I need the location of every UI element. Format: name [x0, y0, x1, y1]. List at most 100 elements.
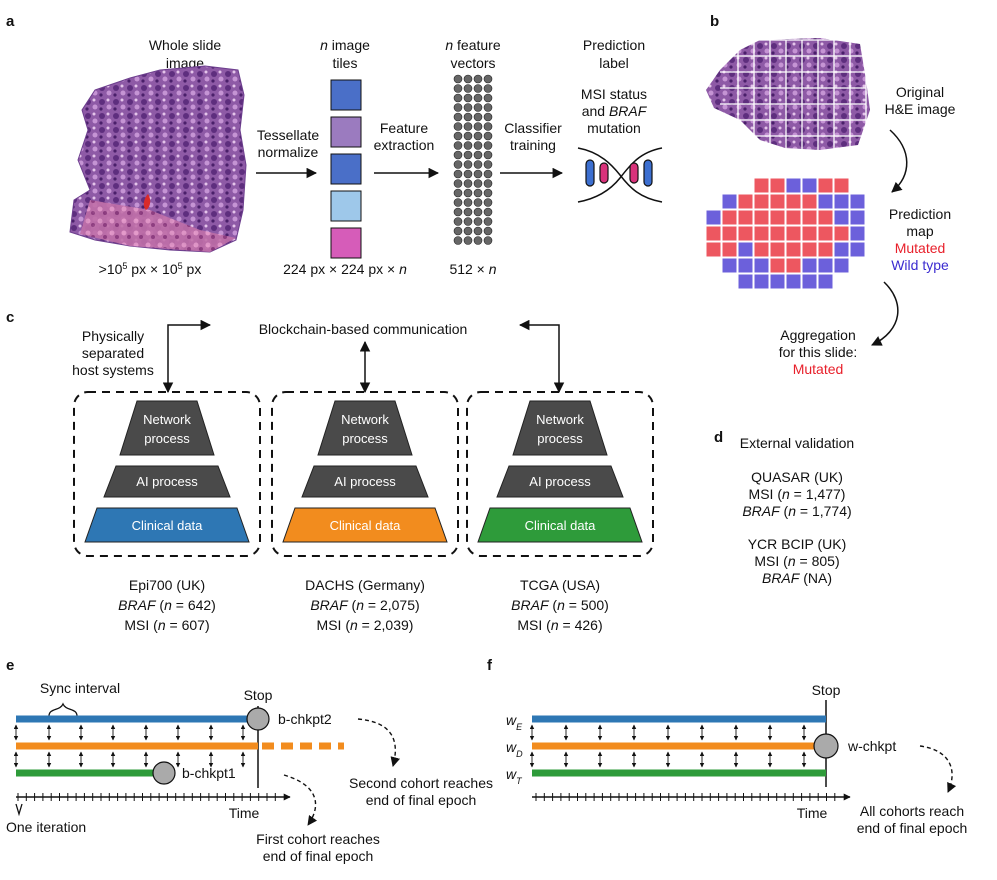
prediction-tile-wild-type — [705, 209, 722, 226]
prediction-title-line2: label — [599, 55, 629, 71]
dna-icon — [577, 147, 663, 203]
feature-dot — [483, 103, 493, 112]
prediction-tile-mutated — [753, 225, 770, 242]
panel-label-e: e — [6, 657, 14, 674]
feature-dot — [453, 131, 463, 141]
host-systems-line1: Physically — [82, 328, 144, 344]
prediction-tile-wild-type — [737, 273, 754, 290]
iteration-marker — [15, 803, 23, 817]
prediction-tile-wild-type — [833, 209, 850, 226]
prediction-tile-wild-type — [801, 257, 818, 274]
f-time-label: Time — [797, 805, 828, 821]
all-cohorts-line1: All cohorts reach — [860, 803, 964, 819]
feature-dot — [483, 84, 493, 93]
prediction-map-label-line1: Prediction — [889, 206, 951, 222]
feature-dot — [473, 207, 483, 217]
prediction-tile-mutated — [801, 225, 818, 242]
msi-status-line3: mutation — [587, 120, 641, 136]
prediction-tile-mutated — [737, 193, 754, 210]
feature-dot — [453, 103, 463, 112]
feature-dot — [453, 207, 463, 217]
image-tile — [330, 190, 362, 222]
ai-process-layer — [496, 465, 624, 498]
feature-dot — [473, 122, 483, 131]
prediction-tile-mutated — [721, 241, 738, 258]
e-sync-arrows — [13, 724, 246, 768]
legend-wild-type: Wild type — [891, 257, 949, 273]
features-title-line1: n feature — [445, 37, 500, 53]
prediction-tile-mutated — [737, 225, 754, 242]
prediction-tile-mutated — [753, 241, 770, 258]
feature-dot — [453, 141, 463, 150]
prediction-tile-mutated — [801, 241, 818, 258]
prediction-tile-wild-type — [817, 257, 834, 274]
arrow-all-cohorts — [919, 745, 957, 793]
prediction-tile-wild-type — [785, 273, 802, 290]
prediction-map — [705, 177, 866, 290]
prediction-tile-mutated — [721, 209, 738, 226]
site-braf-count: BRAF (n = 500) — [511, 597, 609, 613]
feature-dot — [463, 93, 473, 103]
prediction-tile-mutated — [753, 209, 770, 226]
feature-dot — [463, 236, 473, 245]
original-label-line1: Original — [896, 84, 944, 100]
prediction-tile-wild-type — [849, 241, 866, 258]
msi-status-line1: MSI status — [581, 86, 647, 102]
feature-dot — [483, 160, 493, 169]
feature-dot — [463, 150, 473, 160]
ycr-bcip-name: YCR BCIP (UK) — [748, 536, 847, 552]
w-chkpt-label: w-chkpt — [847, 738, 896, 754]
b-chkpt1-node — [152, 761, 176, 785]
prediction-tile-wild-type — [849, 193, 866, 210]
arrow-to-prediction-map — [889, 129, 908, 193]
site-msi-count: MSI (n = 426) — [517, 617, 602, 633]
feature-dot — [453, 188, 463, 198]
arrow-first-cohort — [283, 774, 318, 826]
network-process-line1: Network — [341, 412, 389, 427]
clinical-data-label: Clinical data — [132, 518, 204, 533]
second-cohort-line1: Second cohort reaches — [349, 775, 493, 791]
feature-dot — [483, 112, 493, 122]
host-systems-line2: separated — [82, 345, 144, 361]
quasar-msi: MSI (n = 1,477) — [749, 486, 846, 502]
wsi-title-line1: Whole slide — [149, 37, 222, 53]
feature-dot — [453, 217, 463, 226]
feature-dot — [473, 141, 483, 150]
feature-dot — [463, 207, 473, 217]
network-process-line2: process — [342, 431, 388, 446]
clinical-data-label: Clinical data — [525, 518, 597, 533]
feature-dot — [473, 84, 483, 93]
feature-dot — [453, 93, 463, 103]
arrow2-label-line2: extraction — [374, 137, 435, 153]
clinical-data-label: Clinical data — [330, 518, 402, 533]
all-cohorts-line2: end of final epoch — [857, 820, 968, 836]
w-chkpt-node — [813, 733, 839, 759]
prediction-tile-wild-type — [785, 177, 802, 194]
feature-dot — [483, 122, 493, 131]
site-braf-count: BRAF (n = 642) — [118, 597, 216, 613]
feature-dot — [453, 112, 463, 122]
host-systems-line3: host systems — [72, 362, 154, 378]
prediction-tile-wild-type — [833, 257, 850, 274]
msi-status-line2: and BRAF — [582, 103, 648, 119]
network-process-layer — [119, 400, 215, 456]
prediction-tile-mutated — [817, 225, 834, 242]
prediction-tile-mutated — [833, 177, 850, 194]
feature-dot — [483, 188, 493, 198]
f-time-ticks — [535, 793, 836, 801]
prediction-tile-mutated — [817, 177, 834, 194]
arrow3-label-line1: Classifier — [504, 120, 562, 136]
external-validation-title: External validation — [740, 435, 854, 451]
feature-dot — [483, 179, 493, 188]
feature-dot — [483, 169, 493, 179]
prediction-tile-wild-type — [801, 273, 818, 290]
b-chkpt1-label: b-chkpt1 — [182, 765, 236, 781]
feature-dot — [453, 198, 463, 207]
prediction-tile-wild-type — [769, 273, 786, 290]
prediction-tile-mutated — [737, 209, 754, 226]
prediction-tile-wild-type — [849, 225, 866, 242]
feature-dot — [463, 141, 473, 150]
